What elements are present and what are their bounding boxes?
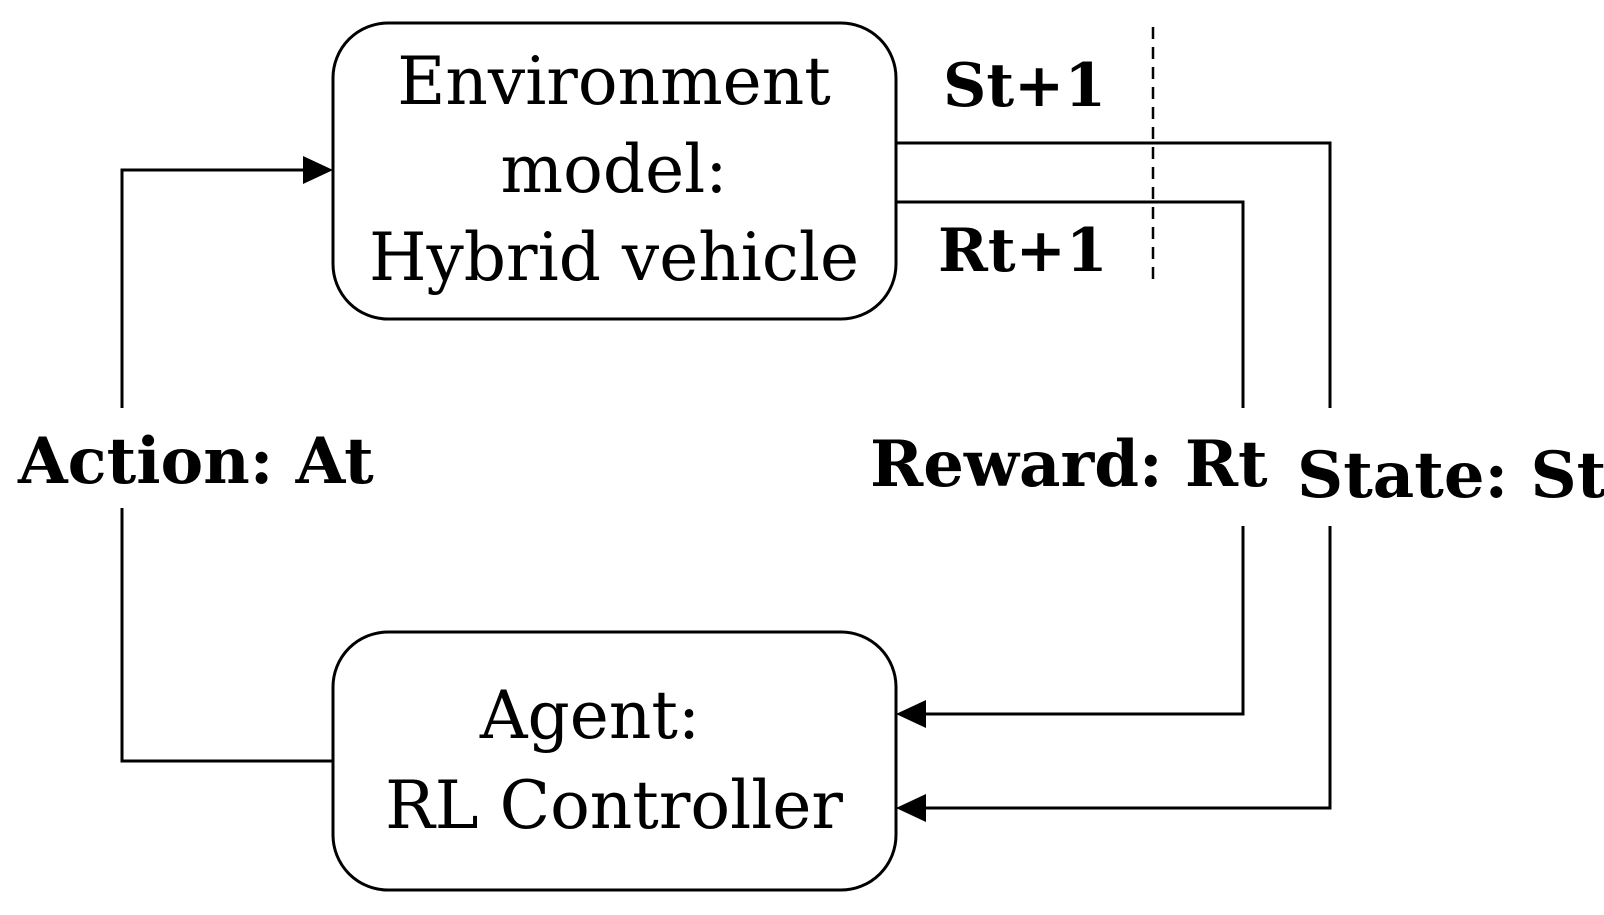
environment-box-line2: model: [501,131,728,208]
reward-state-label-gap [862,408,1604,526]
environment-box-line3: Hybrid vehicle [369,219,859,296]
action-label-gap [10,408,385,508]
agent-box-line2: RL Controller [385,767,843,844]
reward-label: Reward: Rt [870,427,1268,502]
agent-box: Agent: RL Controller [331,630,898,892]
state-label: State: St [1297,438,1604,513]
action-label: Action: At [17,424,374,499]
action-arrowhead [303,156,333,184]
agent-box-line1: Agent: [479,677,700,754]
environment-box-frame [331,21,898,321]
next-state-label: St+1 [943,51,1106,121]
next-reward-label: Rt+1 [938,216,1108,286]
environment-box: Environment model: Hybrid vehicle [331,21,898,321]
agent-box-frame [331,630,898,892]
environment-box-line1: Environment [397,43,831,120]
reward-arrowhead [896,700,926,728]
state-arrowhead [896,794,926,822]
